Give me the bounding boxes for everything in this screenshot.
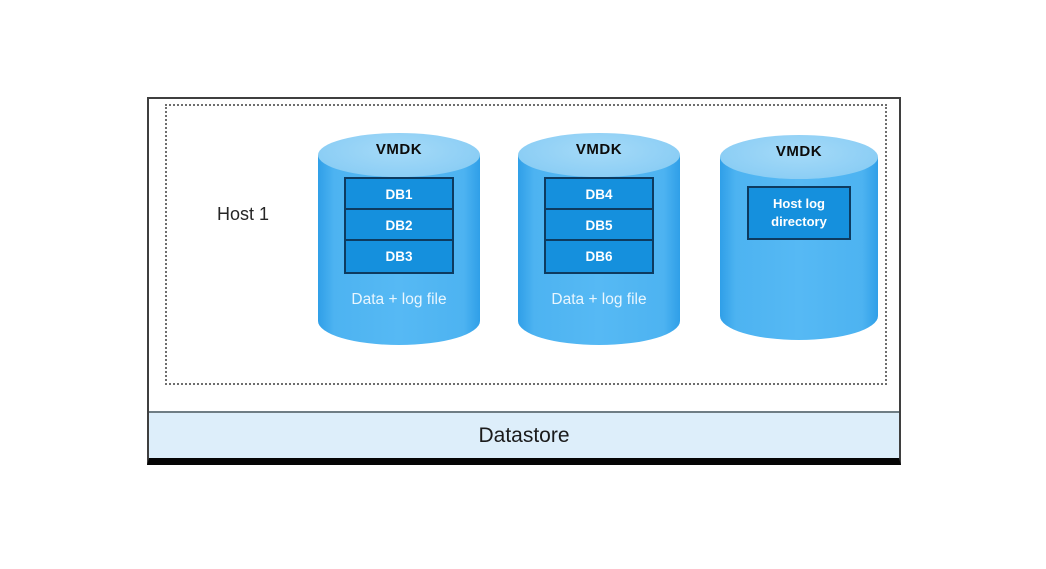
db-stack: DB4 DB5 DB6	[544, 177, 654, 274]
vmdk-cylinder-1: VMDK DB1 DB2 DB3 Data + log file	[318, 133, 480, 345]
db-item: DB6	[585, 249, 613, 264]
cylinder-top-ellipse	[720, 135, 878, 179]
host-label: Host 1	[216, 204, 270, 224]
cylinder-caption: Data + log file	[551, 291, 647, 308]
vmdk-cylinder-2: VMDK DB4 DB5 DB6 Data + log file	[518, 133, 680, 345]
host-boundary-box: Host 1 VMDK DB1 DB2 DB3 Data + log file …	[147, 97, 901, 465]
db-item: DB1	[346, 179, 452, 210]
host-log-directory-label: Host log directory	[771, 196, 827, 229]
vmdk-title: VMDK	[375, 141, 423, 158]
host-dashed-border	[165, 104, 887, 385]
db-item: DB3	[385, 249, 413, 264]
datastore-bar: Datastore	[149, 411, 899, 458]
cylinder-body	[720, 157, 878, 340]
host-area: Host 1 VMDK DB1 DB2 DB3 Data + log file …	[149, 99, 899, 411]
db-item: DB2	[346, 210, 452, 241]
cylinder-top-ellipse	[518, 133, 680, 177]
cylinder-caption: Data + log file	[351, 291, 447, 308]
host-log-directory-box: Host log directory	[747, 186, 851, 240]
vmdk-title: VMDK	[775, 143, 823, 160]
vmdk-title: VMDK	[575, 141, 623, 158]
vmdk-cylinder-3: VMDK Host log directory	[720, 135, 878, 340]
cylinder-top-ellipse	[318, 133, 480, 177]
db-stack: DB1 DB2 DB3	[344, 177, 454, 274]
db-item: DB4	[546, 179, 652, 210]
db-item: DB5	[546, 210, 652, 241]
datastore-label: Datastore	[478, 423, 570, 447]
